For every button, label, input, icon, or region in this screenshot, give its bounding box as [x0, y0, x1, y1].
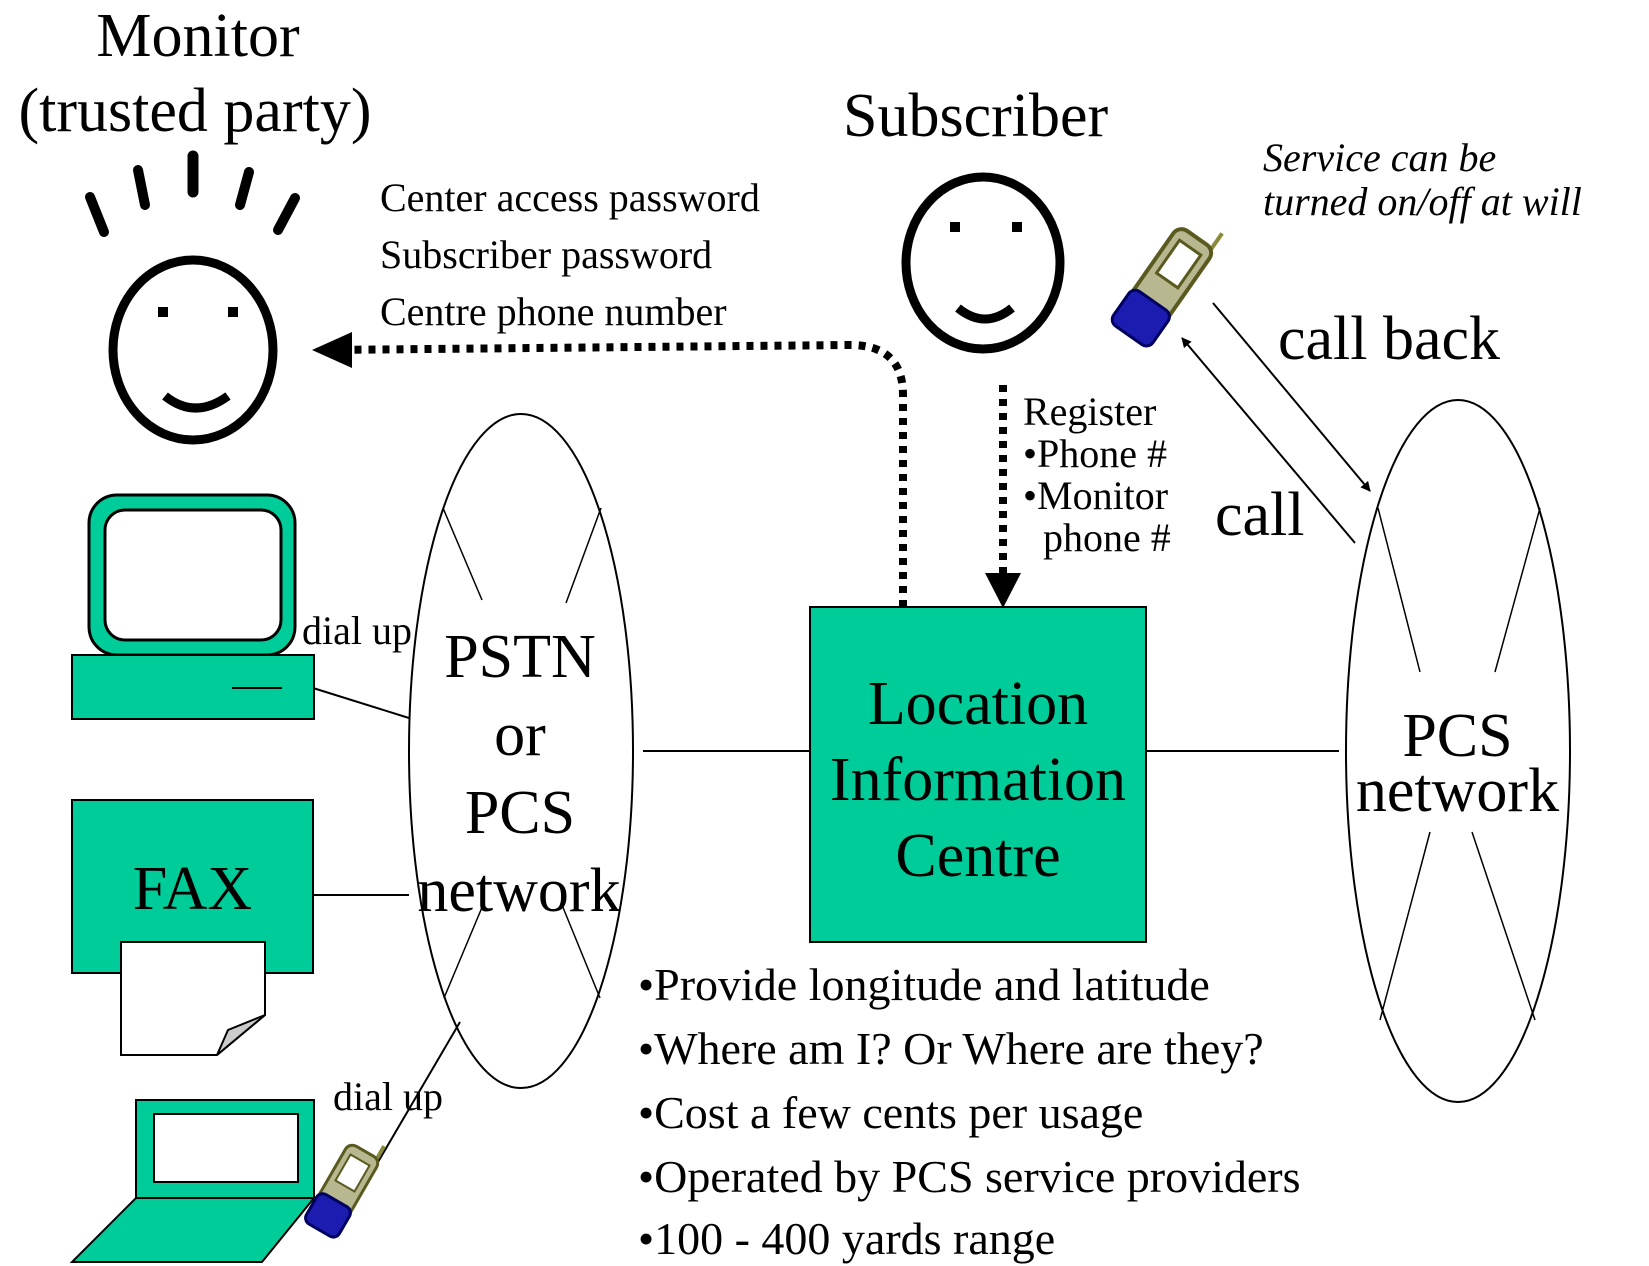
- subscriber-face-icon: [901, 172, 1065, 354]
- feature-item: •Cost a few cents per usage: [638, 1087, 1144, 1138]
- call-line: [1181, 337, 1356, 544]
- monitor-title-line2: (trusted party): [18, 77, 372, 145]
- dial-up-label-top: dial up: [302, 608, 412, 653]
- feature-item: •100 - 400 yards range: [638, 1213, 1056, 1264]
- subscriber-title: Subscriber: [843, 82, 1109, 150]
- pcs-label-line: PCS: [1402, 702, 1513, 770]
- lic-label-line: Centre: [895, 822, 1061, 890]
- lic-label-line: Information: [829, 746, 1127, 814]
- laptop-phone-icon: [304, 1143, 386, 1239]
- call-back-line: [1212, 302, 1371, 492]
- dial-up-label-bottom: dial up: [333, 1074, 443, 1119]
- register-item-phone: •Phone #: [1023, 431, 1168, 476]
- pstn-label-line: or: [494, 701, 546, 769]
- fax-label: FAX: [132, 855, 253, 923]
- register-title: Register: [1023, 389, 1157, 434]
- monitor-title-line1: Monitor: [96, 2, 300, 70]
- service-note-line2: turned on/off at will: [1263, 179, 1582, 224]
- password-item: Centre phone number: [380, 289, 727, 334]
- register-item-monitor: •Monitor: [1023, 473, 1169, 518]
- pcs-label-line: network: [1355, 757, 1560, 825]
- lic-label-line: Location: [867, 670, 1089, 738]
- desktop-computer-icon: [71, 493, 315, 720]
- laptop-icon: [69, 1099, 317, 1263]
- password-item: Subscriber password: [380, 232, 713, 277]
- pcs-network-cloud: [1345, 399, 1571, 1103]
- fax-machine-icon: [71, 799, 314, 1056]
- pstn-label-line: PSTN: [444, 623, 596, 691]
- pstn-label-line: network: [417, 857, 621, 925]
- password-delivery-arrow: [324, 340, 907, 607]
- call-label: call: [1215, 481, 1305, 549]
- call-back-label: call back: [1278, 305, 1501, 373]
- monitor-face-icon: [85, 150, 300, 445]
- password-item: Center access password: [380, 175, 760, 220]
- feature-item: •Operated by PCS service providers: [638, 1151, 1301, 1202]
- feature-item: •Provide longitude and latitude: [638, 959, 1210, 1010]
- lic-box: [809, 606, 1147, 943]
- feature-item: •Where am I? Or Where are they?: [638, 1023, 1264, 1074]
- register-item-monitor-phone: phone #: [1043, 515, 1171, 560]
- subscriber-phone-icon: [1110, 227, 1224, 348]
- pstn-label-line: PCS: [464, 779, 576, 847]
- pstn-network-cloud: [408, 413, 634, 1089]
- service-note-line1: Service can be: [1263, 135, 1497, 180]
